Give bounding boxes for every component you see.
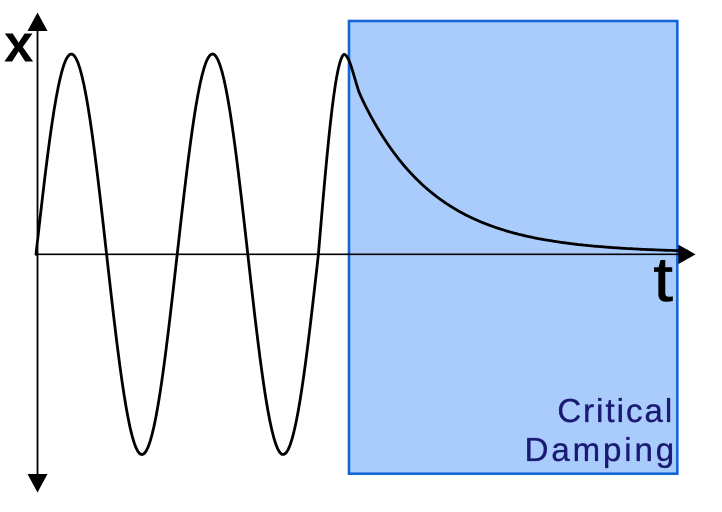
svg-text:Critical: Critical [557, 392, 674, 429]
svg-text:t: t [653, 245, 673, 315]
svg-text:Damping: Damping [525, 431, 677, 468]
svg-text:x: x [4, 15, 34, 74]
